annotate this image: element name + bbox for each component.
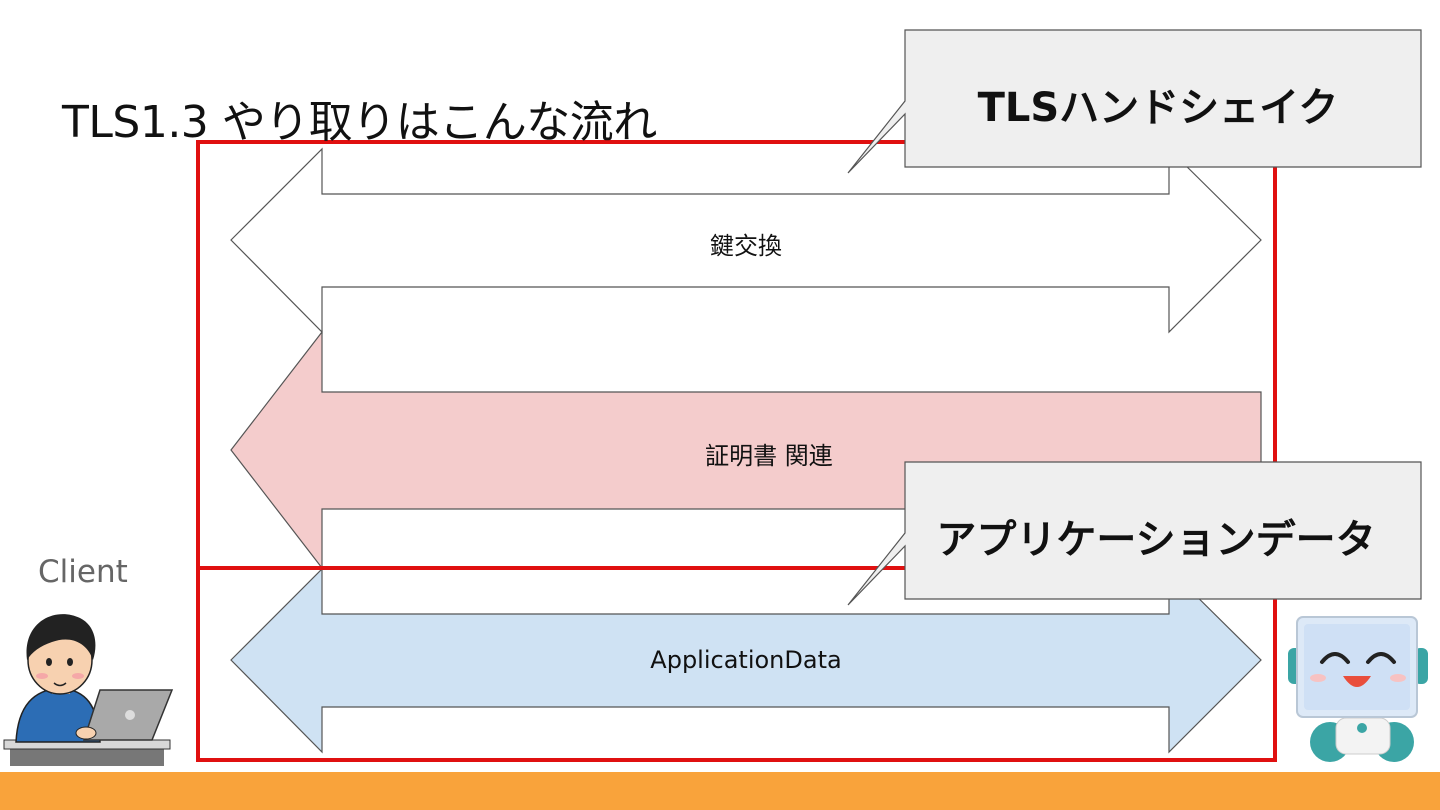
key-exchange-label: 鍵交換 (710, 232, 782, 260)
client-label: Client (38, 554, 128, 590)
footer-bar (0, 772, 1440, 810)
application-data-label: ApplicationData (650, 646, 842, 674)
app-data-callout-box (847, 461, 1422, 606)
slide-title: TLS1.3 やり取りはこんな流れ (62, 97, 657, 148)
handshake-callout-text: TLSハンドシェイク (977, 85, 1339, 131)
application-data-frame (196, 566, 1277, 762)
server-icon (1288, 616, 1428, 762)
client-icon (3, 614, 174, 766)
app-data-callout-text: アプリケーションデータ (936, 517, 1376, 563)
application-data-arrow (230, 567, 1262, 754)
key-exchange-arrow (230, 147, 1262, 334)
handshake-callout-box (847, 29, 1422, 174)
certificate-label: 証明書 関連 (705, 442, 833, 470)
